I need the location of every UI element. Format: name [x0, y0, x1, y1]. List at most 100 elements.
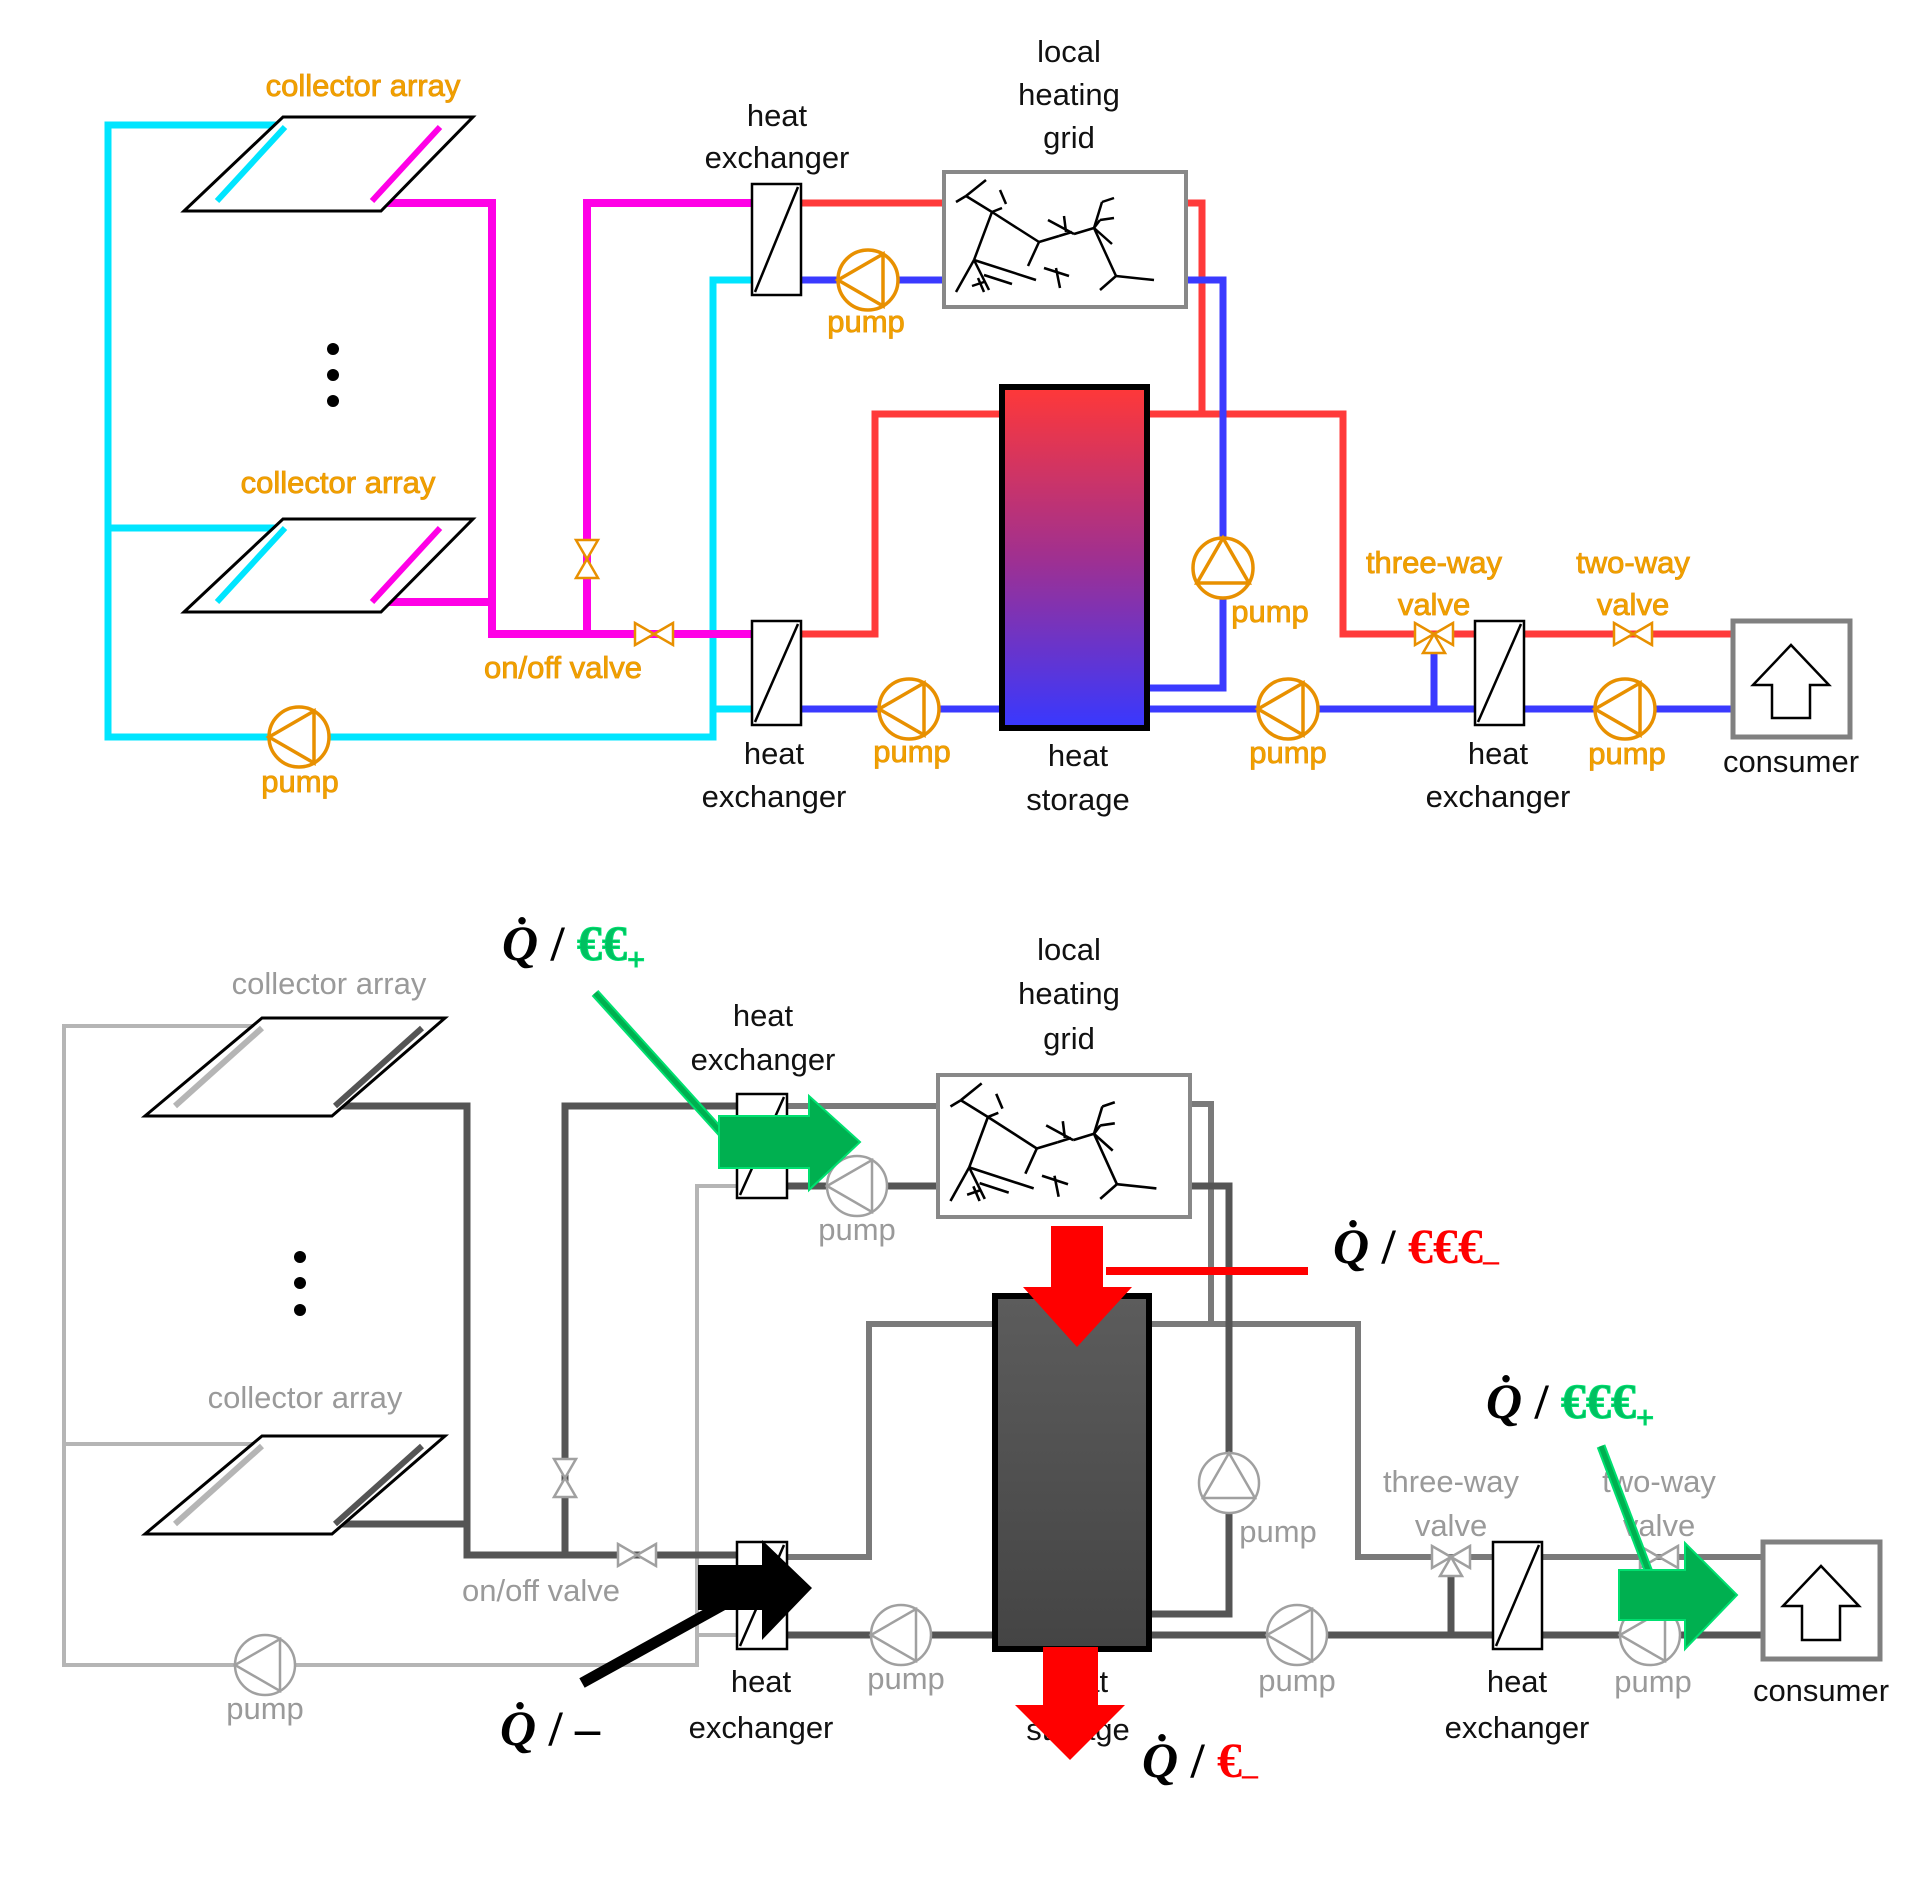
- pump-icon: [1254, 677, 1320, 741]
- more-collectors-ellipsis: [327, 343, 339, 407]
- pump-icon: [1264, 1603, 1329, 1667]
- separator: /: [538, 915, 577, 971]
- label-pump: pump: [873, 734, 951, 769]
- three-way-valve-icon: [1420, 631, 1448, 655]
- grid-branch: [1061, 1121, 1067, 1139]
- separator: /: [1178, 1732, 1217, 1788]
- cost-sign: –: [1482, 1242, 1500, 1278]
- label-pump: pump: [261, 764, 339, 799]
- three-way-valve-icon: [1413, 620, 1437, 648]
- pump-triangle: [824, 1157, 874, 1215]
- grid-branch: [1099, 216, 1115, 222]
- label-on-off-valve: on/off valve: [462, 1573, 620, 1608]
- three-way-valve-icon: [1448, 1543, 1472, 1571]
- pump-icon: [1197, 1450, 1261, 1515]
- q-dot-symbol: Q̇: [1333, 1218, 1369, 1274]
- grid-branch: [972, 259, 991, 291]
- label-pump: pump: [1614, 1664, 1692, 1699]
- bottom-diagram: collector array collector array local he…: [62, 915, 1889, 1792]
- on-off-valve-icon: [551, 1457, 579, 1481]
- label-heat-exchanger: heat: [747, 98, 808, 133]
- annotation-storage-heat-loss: Q̇ / €–: [1142, 1732, 1259, 1792]
- collector-manifold-cold: [214, 124, 288, 204]
- collector-array-1: [180, 115, 477, 213]
- grid-branch: [991, 206, 1003, 214]
- label-collector-array: collector array: [232, 966, 427, 1001]
- grid-branch: [971, 280, 985, 288]
- grid-branch: [1062, 215, 1068, 233]
- grid-branch: [972, 1185, 981, 1202]
- pump-triangle: [1617, 1606, 1667, 1664]
- grid-branch: [1100, 1122, 1115, 1127]
- label-pump: pump: [867, 1661, 945, 1696]
- label-pump: pump: [827, 304, 905, 339]
- label-heat-exchanger: heat: [744, 736, 805, 771]
- top-diagram: collector array collector array heat exc…: [104, 34, 1859, 817]
- grid-branch: [949, 1099, 962, 1108]
- label-collector-array: collector array: [208, 1380, 403, 1415]
- grid-branch: [972, 211, 994, 261]
- heat-gain-arrow-grid: [591, 989, 862, 1193]
- pump-triangle: [875, 679, 926, 739]
- grid-branch: [1092, 227, 1118, 277]
- collector-array-2: [140, 1434, 450, 1536]
- local-heating-grid: [942, 170, 1188, 309]
- annotation-grid-heat-gain: Q̇ / €€+: [502, 915, 645, 977]
- collector-manifold-hot: [369, 525, 443, 605]
- heat-loss-arrow-storage: [1015, 1647, 1125, 1760]
- label-pump: pump: [1231, 594, 1309, 629]
- grid-branch: [965, 179, 987, 197]
- cost-value: €: [1217, 1732, 1242, 1788]
- return-cold-pipes: [801, 276, 1733, 713]
- two-way-valve-icon: [1630, 620, 1654, 648]
- grid-branch: [991, 210, 1040, 244]
- grid-branch: [949, 1166, 971, 1202]
- label-pump: pump: [1588, 736, 1666, 771]
- label-local-heating-grid: grid: [1043, 1021, 1095, 1056]
- consumer-unit: [1760, 1539, 1883, 1662]
- on-off-valve-icon: [551, 1475, 579, 1499]
- grid-branch: [1092, 201, 1104, 229]
- label-consumer: consumer: [1753, 1673, 1889, 1708]
- pump-icon: [868, 1603, 933, 1667]
- label-local-heating-grid: heating: [1018, 976, 1120, 1011]
- pump-triangle: [1200, 1450, 1258, 1500]
- grid-branch: [973, 258, 1037, 282]
- pump-triangle: [1193, 534, 1253, 585]
- cost-sign: +: [1636, 1399, 1654, 1435]
- grid-branch: [1073, 226, 1095, 236]
- grid-branch: [1041, 1174, 1069, 1186]
- heat-storage-tank: [999, 384, 1150, 731]
- heat-gain-arrow-consumer: [1596, 1444, 1739, 1652]
- collector-cold-pipes-gray: [62, 1024, 737, 1667]
- annotation-collector-heat-neutral: Q̇ / –: [500, 1700, 601, 1756]
- heat-exchanger-consumer: [1473, 619, 1526, 727]
- label-two-way-valve: two-way: [1576, 545, 1690, 580]
- label-pump: pump: [1239, 1514, 1317, 1549]
- collector-manifold-hot: [332, 1443, 425, 1527]
- label-heat-exchanger: exchanger: [689, 1710, 834, 1745]
- q-dot-symbol: Q̇: [500, 1700, 536, 1756]
- pump-circle: [1256, 677, 1320, 741]
- grid-branch: [1101, 196, 1115, 204]
- q-dot-symbol: Q̇: [1486, 1373, 1522, 1429]
- label-three-way-valve: valve: [1398, 587, 1470, 622]
- cost-value: €€€: [1408, 1218, 1483, 1274]
- grid-branch: [979, 1181, 1010, 1194]
- collector-array-1: [140, 1016, 450, 1118]
- label-heat-exchanger: heat: [1468, 736, 1529, 771]
- on-off-valve-icon: [651, 620, 675, 648]
- label-local-heating-grid: local: [1037, 34, 1101, 69]
- consumer-unit: [1730, 618, 1853, 740]
- grid-branch: [960, 1082, 983, 1102]
- pump-triangle: [834, 250, 885, 310]
- grid-branch: [1101, 1101, 1116, 1108]
- label-three-way-valve: valve: [1415, 1508, 1487, 1543]
- collector-manifold-cold: [172, 1025, 265, 1109]
- label-heat-exchanger: heat: [731, 1664, 792, 1699]
- collector-manifold-cold: [172, 1443, 265, 1527]
- separator: /: [536, 1700, 575, 1756]
- grid-branch: [1024, 1147, 1038, 1175]
- grid-branch: [1045, 1124, 1074, 1142]
- pump-circle: [233, 1633, 297, 1697]
